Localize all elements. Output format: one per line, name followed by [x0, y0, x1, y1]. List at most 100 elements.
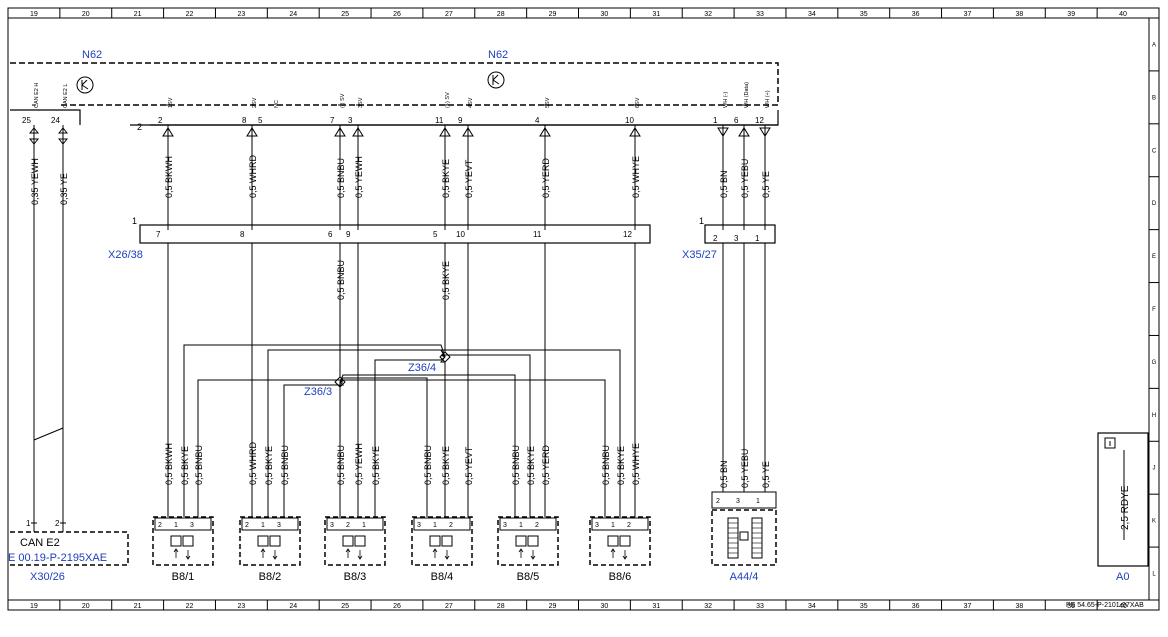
arrow-icon — [334, 127, 346, 137]
pin-number: 5 — [433, 230, 438, 239]
sensor-element-icon — [257, 535, 269, 547]
wire-segment — [183, 344, 446, 517]
pin-number: 2 — [713, 234, 718, 243]
ruler-column-label: 22 — [186, 603, 194, 610]
ruler-column-label: 36 — [912, 603, 920, 610]
ruler-column-label: 35 — [860, 603, 868, 610]
wire-segment — [339, 381, 343, 517]
chip-icon — [739, 531, 749, 541]
ruler-column-label: 29 — [549, 11, 557, 18]
ruler-column-label: 38 — [1015, 603, 1023, 610]
pin-number: 12 — [755, 116, 764, 125]
pin-number: 1 — [519, 522, 523, 529]
ruler-column-label: 39 — [1067, 603, 1075, 610]
pin-number: 3 — [417, 522, 421, 529]
sensor-element-icon — [354, 535, 366, 547]
sheet-border — [7, 7, 1160, 611]
pin-number: 24 — [51, 116, 60, 125]
pin-number: 1 — [713, 116, 718, 125]
sensor-element-icon — [515, 535, 527, 547]
ruler-column-label: 25 — [341, 603, 349, 610]
pin-number: 3 — [503, 522, 507, 529]
connector-number: 1 — [699, 216, 704, 226]
sensor-label: B8/5 — [517, 571, 540, 583]
ruler-column-label: 40 — [1119, 603, 1127, 610]
arrow-icon — [162, 127, 174, 137]
ruler-row-label: F — [1152, 307, 1156, 313]
sensor-housing — [589, 516, 651, 566]
ruler-column-label: 25 — [341, 11, 349, 18]
sensor-pin-strip — [591, 517, 649, 531]
wire-label: 0,5 BNBU — [336, 445, 346, 485]
direction-arrows-icon — [260, 548, 278, 560]
wire-label: 0,5 BKYE — [371, 446, 381, 485]
sensor-housing — [239, 516, 301, 566]
sensor-pin-strip — [154, 517, 212, 531]
pin-number: 7 — [156, 230, 161, 239]
pin-signal-label: 6SV — [635, 97, 641, 108]
wire-label: 0,5 BN — [719, 460, 729, 488]
pin-number: 3 — [277, 522, 281, 529]
pin-signal-label: 1SV — [168, 97, 174, 108]
direction-arrows-icon — [610, 548, 628, 560]
wire-label: 0,5 BKWH — [164, 443, 174, 485]
pin-signal-label: 4SV — [468, 97, 474, 108]
pin-number: 1 — [261, 522, 265, 529]
pin-number: 1 — [756, 498, 760, 505]
wire-label: 0,5 BNBU — [194, 445, 204, 485]
x26-38-connector — [139, 224, 651, 244]
ruler-row-label: J — [1153, 466, 1156, 472]
sensor-housing — [152, 516, 214, 566]
ruler-column-label: 30 — [601, 603, 609, 610]
wire-label: 0,5 BNBU — [601, 445, 611, 485]
ruler-row-label: B — [1152, 95, 1156, 101]
n62-label-left: N62 — [82, 49, 102, 61]
pin-number: 1 — [433, 522, 437, 529]
transistor-icon — [487, 71, 505, 89]
x30-26-connector — [10, 531, 129, 566]
wire-label: 0,5 YEWH — [354, 443, 364, 485]
ruler-column-label: 31 — [652, 11, 660, 18]
direction-arrows-icon — [345, 548, 363, 560]
wire-label: 0,35 YEWH — [30, 158, 40, 205]
sensor-pin-strip — [326, 517, 384, 531]
ruler-column-label: 26 — [393, 11, 401, 18]
a44-housing — [711, 509, 777, 566]
can-reference-link[interactable]: E 00.19-P-2195XAE — [8, 552, 107, 564]
wire-segment — [33, 427, 64, 441]
ruler-column-label: 24 — [289, 11, 297, 18]
pin-number: 2 — [627, 522, 631, 529]
direction-arrows-icon — [173, 548, 191, 560]
ruler-column-label: 40 — [1119, 11, 1127, 18]
wire-segment — [439, 356, 446, 517]
z36-4-label: Z36/4 — [408, 362, 436, 374]
pin-number: 1 — [174, 522, 178, 529]
ruler-column-label: 32 — [704, 11, 712, 18]
wire-label: 0,5 BNBU — [280, 445, 290, 485]
pin-number: 6 — [734, 116, 739, 125]
sensor-element-icon — [182, 535, 194, 547]
wire-label: 0,35 YE — [59, 173, 69, 205]
connector-number: 2 — [137, 122, 142, 132]
pin-number: 2 — [158, 522, 162, 529]
pin-number: 2 — [245, 522, 249, 529]
pin-number: 2 — [449, 522, 453, 529]
can-e2-label: CAN E2 — [20, 537, 60, 549]
wire-segment — [339, 379, 606, 517]
pin-number: 3 — [734, 234, 739, 243]
ruler-column-label: 27 — [445, 603, 453, 610]
pin-number: 3 — [595, 522, 599, 529]
arrow-icon — [28, 127, 40, 145]
arrow-icon — [717, 127, 729, 137]
wire-segment — [283, 381, 345, 517]
wire-label: 0,5 YERD — [541, 158, 551, 198]
wire-label: 0,5 BKYE — [264, 446, 274, 485]
pin-number: 25 — [22, 116, 31, 125]
pin-number: 2 — [535, 522, 539, 529]
